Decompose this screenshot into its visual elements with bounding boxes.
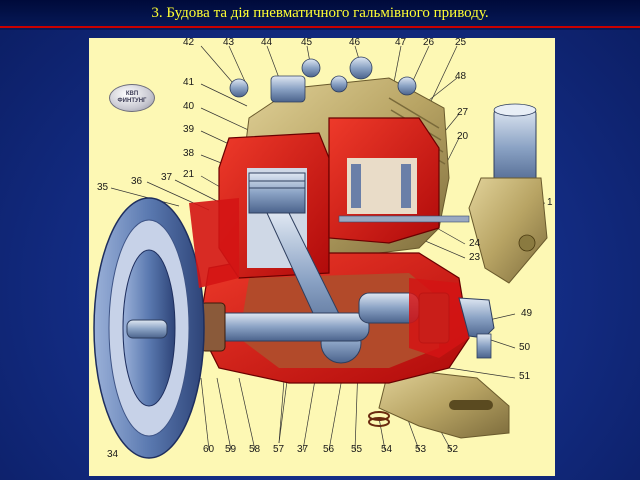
piston <box>248 172 306 214</box>
callout-37: 37 <box>161 172 173 183</box>
regulator-housing <box>468 177 548 284</box>
rear-bearing-cover <box>409 278 469 358</box>
drain-spring <box>368 411 390 427</box>
callout-45: 45 <box>301 38 313 48</box>
callout-53: 53 <box>415 444 427 455</box>
callout-50: 50 <box>519 342 531 353</box>
title-bar <box>0 0 640 30</box>
callout-35: 35 <box>97 182 109 193</box>
oil-fitting <box>458 297 495 339</box>
front-cover-section <box>189 198 239 288</box>
title-divider <box>0 26 640 28</box>
valve-cap <box>270 75 306 103</box>
callout-46: 46 <box>349 38 361 48</box>
valve-springs <box>351 164 411 208</box>
pulley-nut <box>126 319 168 339</box>
callout-47: 47 <box>395 38 407 48</box>
mounting-bracket <box>378 367 510 439</box>
callout-40: 40 <box>183 101 195 112</box>
callout-55: 55 <box>351 444 363 455</box>
callout-27: 27 <box>457 107 469 118</box>
callout-43: 43 <box>223 38 235 48</box>
slide-title: 3. Будова та дія пневматичного гальмівно… <box>151 5 489 21</box>
callout-41: 41 <box>183 77 195 88</box>
callout-34: 34 <box>107 449 119 460</box>
callout-23: 23 <box>469 252 481 263</box>
callout-60: 60 <box>203 444 215 455</box>
compressor-illustration <box>93 45 548 459</box>
callout-57: 57 <box>273 444 285 455</box>
callout-21: 21 <box>183 169 195 180</box>
callout-38: 38 <box>183 148 195 159</box>
callout-25: 25 <box>455 38 467 48</box>
head-bolts <box>229 56 417 98</box>
callout-20: 20 <box>457 131 469 142</box>
publisher-logo: КВП ФИНТУНГ <box>109 84 155 112</box>
bracket-slot <box>449 400 493 410</box>
unloader-rod <box>338 215 470 223</box>
logo-line-2: ФИНТУНГ <box>117 98 147 104</box>
callout-59: 59 <box>225 444 237 455</box>
callout-49: 49 <box>521 308 533 319</box>
unloader-cylinder-top <box>493 103 537 117</box>
logo-line-1: КВП <box>125 91 139 97</box>
unloader-cylinder <box>493 107 537 189</box>
callout-26: 26 <box>423 38 435 48</box>
callout-51: 51 <box>519 371 531 382</box>
callout-1: 1 <box>547 197 553 208</box>
regulator-port <box>518 234 536 252</box>
callout-37-bottom: 37 <box>297 444 309 455</box>
compressor-cutaway-figure: КВП ФИНТУНГ 42 43 44 45 46 47 26 25 48 4… <box>89 38 555 476</box>
callout-56: 56 <box>323 444 335 455</box>
callout-44: 44 <box>261 38 273 48</box>
callout-42: 42 <box>183 38 195 48</box>
logo-text: КВП ФИНТУНГ <box>110 91 154 105</box>
callout-52: 52 <box>447 444 459 455</box>
callout-39: 39 <box>183 124 195 135</box>
callout-48: 48 <box>455 71 467 82</box>
callout-24: 24 <box>469 238 481 249</box>
callout-58: 58 <box>249 444 261 455</box>
piston-rings <box>249 180 305 189</box>
oil-fitting-stem <box>476 333 492 359</box>
callout-36: 36 <box>131 176 143 187</box>
callout-54: 54 <box>381 444 393 455</box>
